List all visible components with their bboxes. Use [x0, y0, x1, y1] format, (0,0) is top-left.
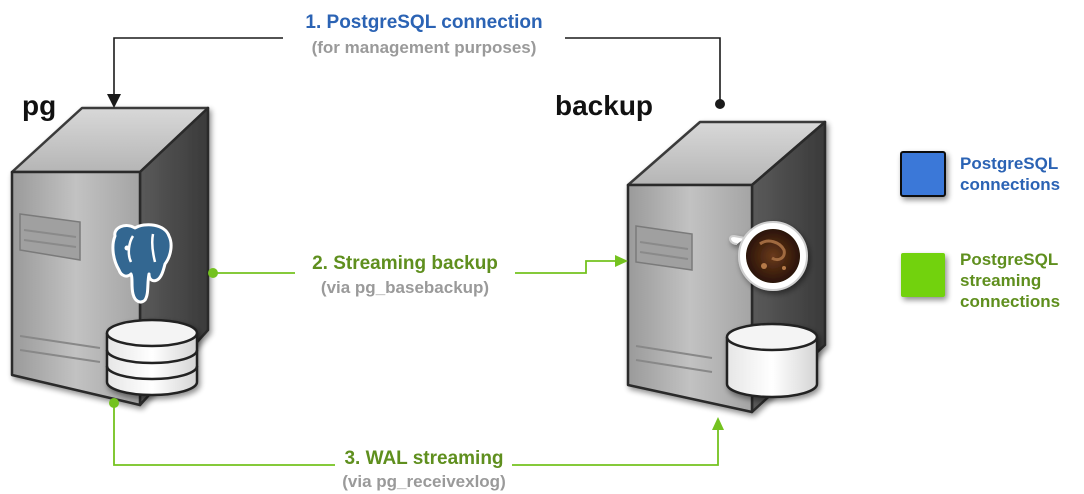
legend-swatch-postgresql-connections [900, 151, 946, 197]
legend-item-1-line-2: connections [960, 175, 1061, 194]
legend-item-2-line-3: connections [960, 292, 1061, 311]
legend-swatch-streaming-connections [901, 253, 945, 297]
connection-3-line [109, 398, 724, 466]
connection-2-subtitle: (via pg_basebackup) [320, 278, 490, 297]
database-cylinder-icon [725, 322, 819, 399]
legend-item-1-line-1: PostgreSQL [960, 154, 1059, 173]
connection-2-title: 2. Streaming backup [312, 253, 498, 274]
legend-item-2-line-1: PostgreSQL [960, 250, 1059, 269]
connection-3-subtitle: (via pg_receivexlog) [342, 472, 506, 491]
legend-item-streaming-connections: PostgreSQL streaming connections [960, 249, 1060, 312]
connection-1-line [107, 37, 725, 109]
database-stack-icon [105, 318, 199, 397]
connection-2-line [208, 255, 628, 278]
legend-item-2-line-2: streaming [960, 271, 1042, 290]
postgres-icon [111, 223, 173, 304]
coffee-cup-icon [729, 221, 808, 291]
left-server-name: pg [22, 90, 57, 121]
legend-item-postgresql-connections: PostgreSQL connections [960, 153, 1060, 195]
right-server-name: backup [555, 90, 654, 121]
connection-1-title: 1. PostgreSQL connection [305, 12, 543, 33]
connection-3-title: 3. WAL streaming [344, 448, 504, 469]
connection-1-subtitle: (for management purposes) [311, 38, 537, 57]
